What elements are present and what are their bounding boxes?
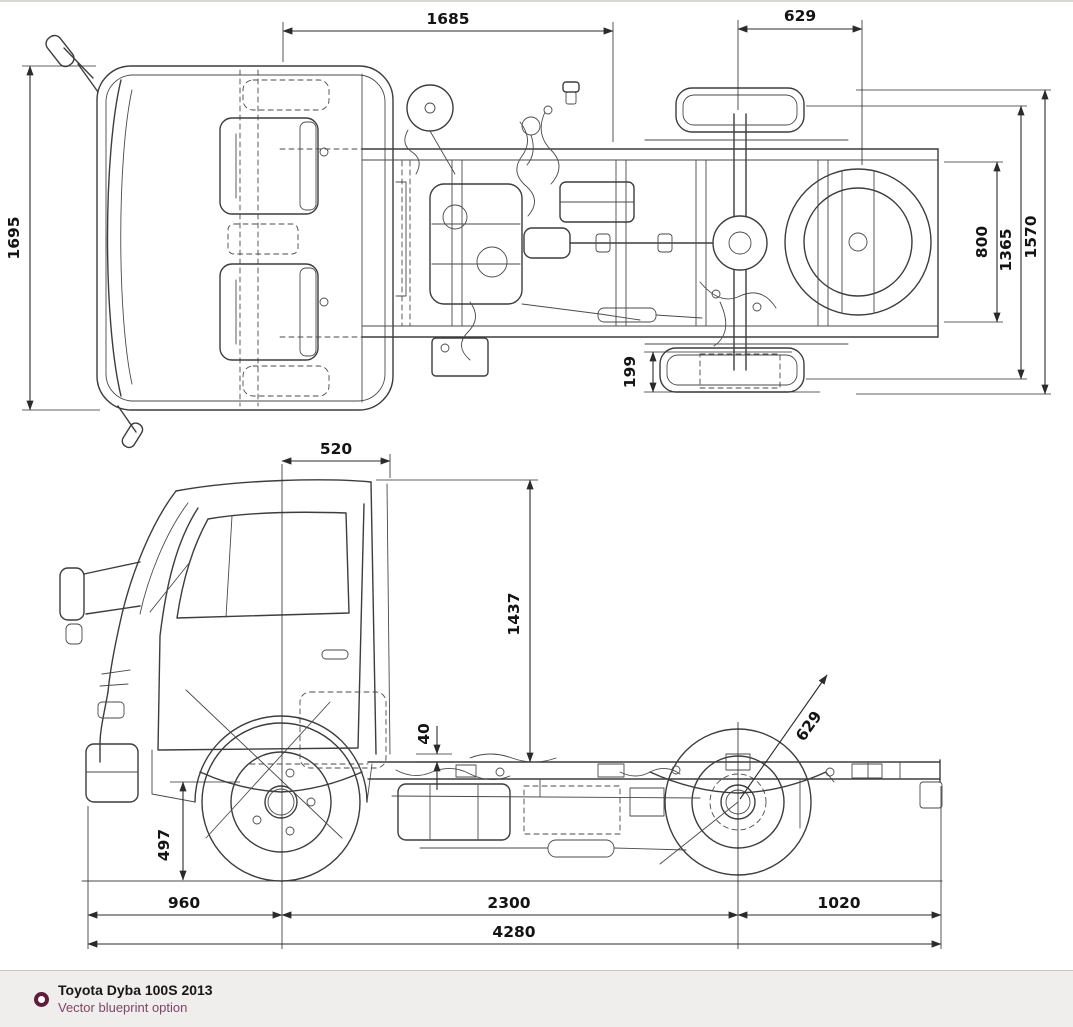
side-view-dimensions: 520 1437 40 629 497 — [87, 440, 942, 949]
dim-1685-label: 1685 — [426, 10, 469, 28]
side-view-drawing — [59, 479, 943, 882]
blueprint-title: Toyota Dyba 100S 2013 — [58, 982, 213, 999]
dim-800-label: 800 — [973, 226, 991, 259]
dim-40-label: 40 — [415, 723, 433, 745]
bullet-icon — [34, 991, 49, 1007]
dim-1695-label: 1695 — [5, 216, 23, 259]
dim-1570-label: 1570 — [1022, 215, 1040, 258]
dim-960-label: 960 — [168, 894, 201, 912]
dim-629-side-label: 629 — [792, 708, 825, 745]
dim-199-label: 199 — [621, 356, 639, 388]
dim-1437-label: 1437 — [505, 592, 523, 635]
dim-4280-label: 4280 — [492, 923, 535, 941]
top-view-drawing — [45, 34, 939, 449]
caption-block: Toyota Dyba 100S 2013 Vector blueprint o… — [58, 982, 213, 1016]
dim-497-label: 497 — [155, 829, 173, 861]
blueprint-option-link[interactable]: Vector blueprint option — [58, 999, 188, 1015]
dim-1365-label: 1365 — [997, 228, 1015, 271]
blueprint-canvas: 1685 629 1695 800 1365 — [0, 0, 1073, 949]
dim-1020-label: 1020 — [817, 894, 860, 912]
dim-2300-label: 2300 — [487, 894, 530, 912]
blueprint-drawing: 1685 629 1695 800 1365 — [5, 7, 1051, 949]
caption-bar: Toyota Dyba 100S 2013 Vector blueprint o… — [0, 970, 1073, 1027]
top-view-dimensions: 1685 629 1695 800 1365 — [5, 7, 1051, 411]
dim-520-label: 520 — [320, 440, 353, 458]
dim-629-top-label: 629 — [784, 7, 816, 25]
